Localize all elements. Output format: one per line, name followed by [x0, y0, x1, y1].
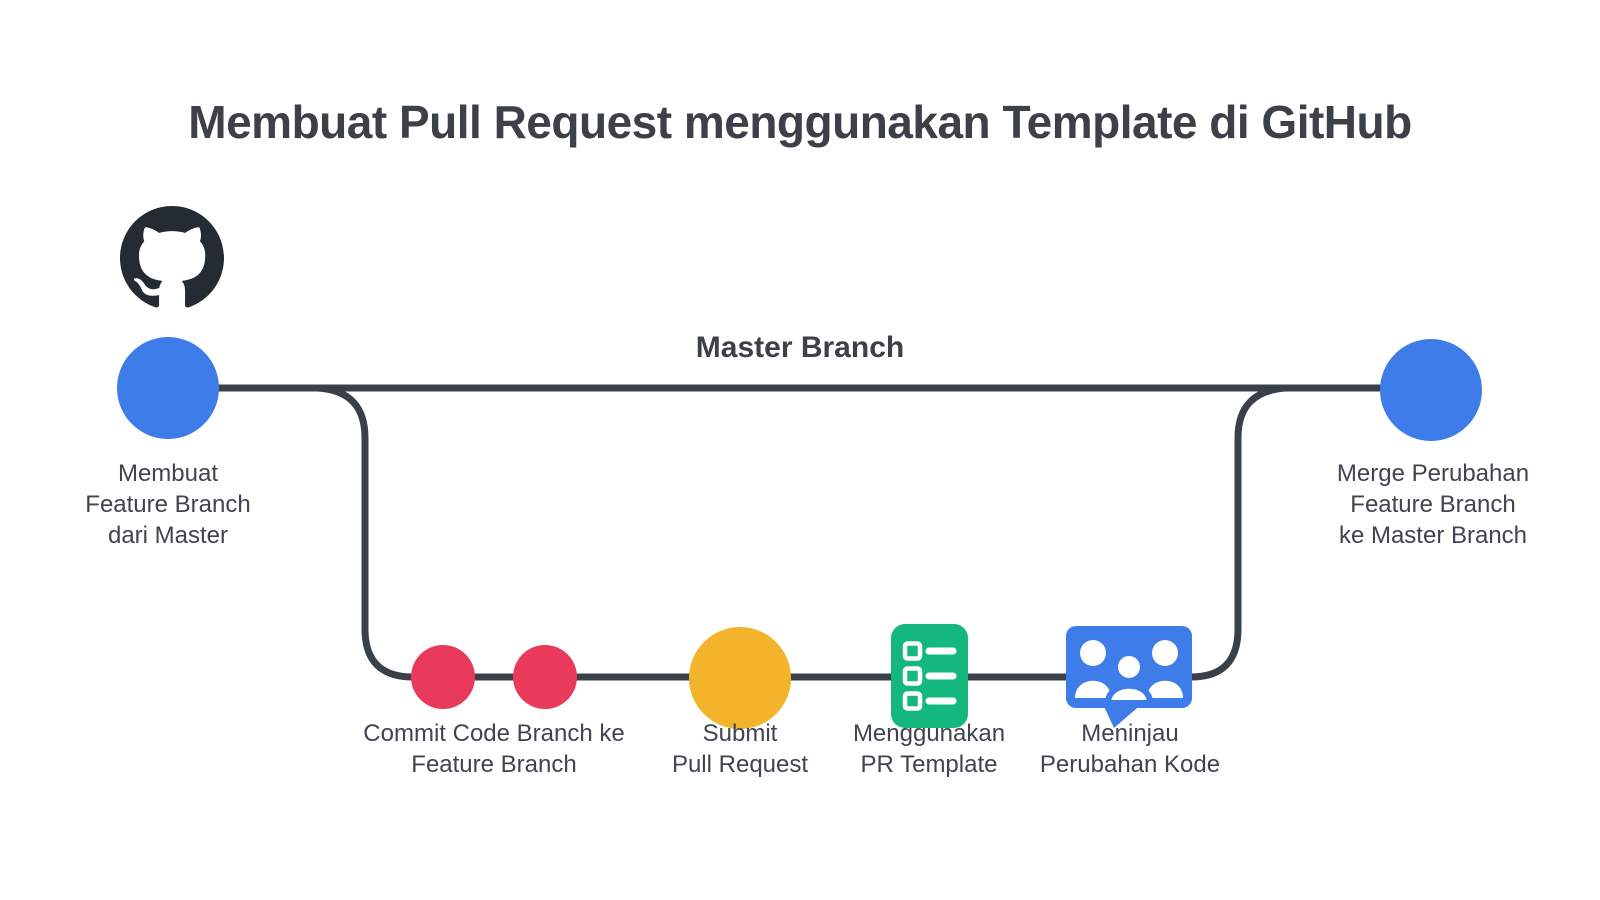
- master-branch-label: Master Branch: [695, 331, 905, 364]
- create-feature-branch-node: [117, 337, 219, 439]
- person-icon: [1075, 640, 1183, 698]
- github-logo-icon: [120, 206, 224, 308]
- feature-branch-line: [314, 384, 1290, 681]
- submit-pull-request-node: [689, 627, 791, 729]
- person-icon: [1104, 650, 1154, 706]
- page-title: Membuat Pull Request menggunakan Templat…: [188, 96, 1412, 148]
- merge-label: Merge Perubahan Feature Branch ke Master…: [1336, 460, 1530, 549]
- commit-node-2: [513, 645, 577, 709]
- submit-pull-request-label: Submit Pull Request: [671, 720, 809, 778]
- create-feature-branch-label: Membuat Feature Branch dari Master: [85, 460, 251, 549]
- commit-node-1: [411, 645, 475, 709]
- review-people-icon: [1066, 626, 1192, 728]
- merge-node: [1380, 339, 1482, 441]
- commit-label: Commit Code Branch ke Feature Branch: [363, 720, 625, 778]
- pr-template-label: Menggunakan PR Template: [852, 720, 1006, 778]
- pr-template-checklist-icon: [891, 624, 968, 728]
- review-label: Meninjau Perubahan Kode: [1039, 720, 1221, 778]
